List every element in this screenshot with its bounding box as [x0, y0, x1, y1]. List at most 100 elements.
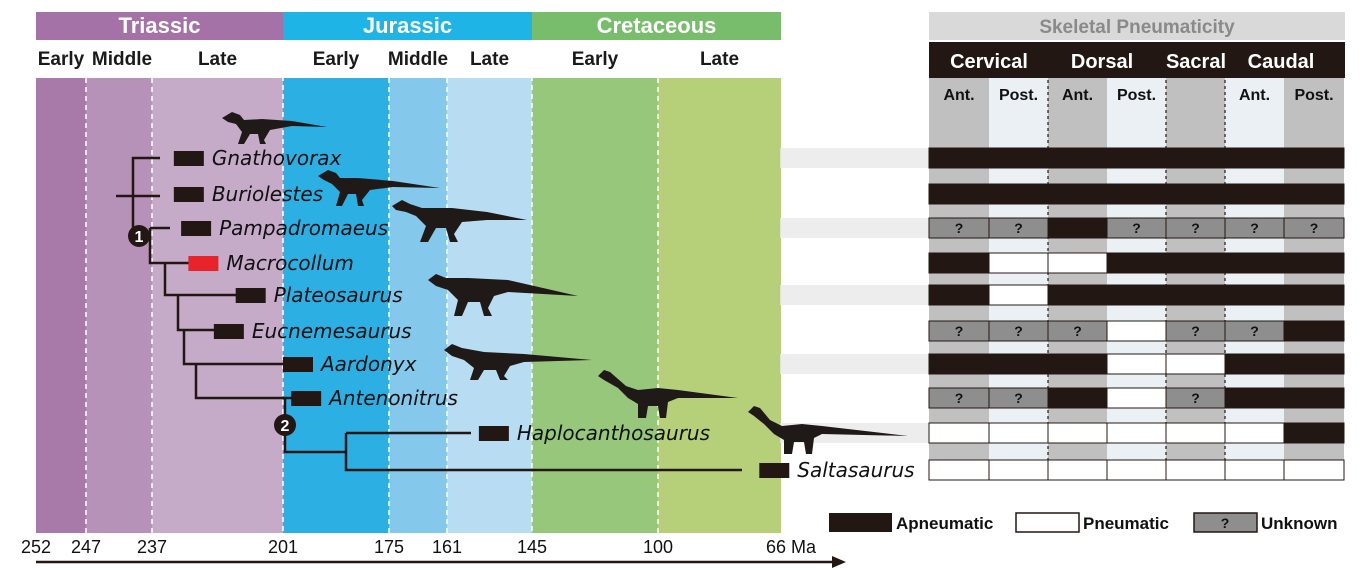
pneumaticity-cell: [929, 423, 989, 443]
node-1-label: 1: [135, 229, 144, 246]
pneumaticity-cell: [929, 184, 989, 204]
range-bar: [188, 256, 218, 271]
row-stripe: [780, 148, 930, 168]
pneumaticity-cell: [989, 423, 1048, 443]
region-label: Cervical: [950, 51, 1028, 73]
pneumaticity-cell: [929, 148, 989, 168]
row-stripe: [780, 285, 930, 305]
column-background: [1166, 78, 1225, 480]
column-label: Ant.: [943, 87, 974, 104]
tick-label-last: 66 Ma: [766, 537, 817, 557]
range-bar: [214, 324, 244, 339]
unknown-mark: ?: [955, 323, 964, 339]
unknown-mark: ?: [955, 220, 964, 236]
pneumaticity-cell: [1225, 460, 1284, 480]
period-label: Cretaceous: [597, 13, 717, 38]
column-label: Post.: [1294, 87, 1333, 104]
pneumaticity-panel: Skeletal Pneumaticity Cervical Dorsal Sacr…: [929, 12, 1345, 480]
pneumaticity-cell: [1284, 460, 1344, 480]
taxon-label: Plateosaurus: [274, 283, 403, 307]
unknown-mark: ?: [1310, 220, 1319, 236]
pneumaticity-cell: [1225, 423, 1284, 443]
range-bar: [283, 357, 313, 372]
legend-swatch-pneumatic: [1016, 513, 1079, 532]
range-bar: [759, 463, 789, 478]
legend-label-unknown: Unknown: [1261, 514, 1338, 533]
pneumaticity-cell: [1225, 354, 1284, 374]
pneumaticity-cell: [1048, 148, 1107, 168]
unknown-mark: ?: [1191, 220, 1200, 236]
node-2: 2: [274, 414, 296, 436]
unknown-mark: ?: [1014, 220, 1023, 236]
pneumaticity-cell: [989, 148, 1048, 168]
column-label: Post.: [999, 87, 1038, 104]
pneumaticity-cell: [1048, 184, 1107, 204]
pneumaticity-cell: [1284, 423, 1344, 443]
pneumaticity-cell: [989, 253, 1048, 273]
period-label: Triassic: [119, 13, 201, 38]
pneumaticity-cell: [1048, 218, 1107, 238]
taxon-label: Pampadromaeus: [219, 216, 388, 240]
pneumaticity-cell: [1166, 285, 1225, 305]
range-bar: [291, 391, 321, 406]
pneumaticity-cell: [1107, 253, 1166, 273]
range-bar: [236, 288, 266, 303]
pneumaticity-cell: [929, 460, 989, 480]
pneumaticity-cell: [989, 354, 1048, 374]
period-header: Triassic Jurassic Cretaceous: [36, 12, 781, 40]
epoch-label: Late: [198, 49, 237, 70]
epoch-label: Middle: [388, 49, 448, 70]
tick-label: 145: [517, 537, 547, 557]
range-bar: [174, 187, 204, 202]
pneumaticity-cell: [1166, 423, 1225, 443]
epoch-label: Late: [470, 49, 509, 70]
pneumaticity-cell: [1107, 388, 1166, 408]
column-label: Post.: [1117, 87, 1156, 104]
column-background: [989, 78, 1048, 480]
column-background: [1107, 78, 1166, 480]
pneumaticity-cell: [1107, 460, 1166, 480]
pneumaticity-cell: [929, 354, 989, 374]
pneumaticity-cell: [1048, 388, 1107, 408]
pneumaticity-cell: [1284, 253, 1344, 273]
pneumaticity-cell: [1107, 423, 1166, 443]
region-labels: Cervical Dorsal Sacral Caudal: [950, 51, 1314, 73]
pneumaticity-cell: [1284, 388, 1344, 408]
pneumaticity-cell: [1048, 285, 1107, 305]
unknown-mark: ?: [1073, 323, 1082, 339]
period-label: Jurassic: [363, 13, 452, 38]
epoch-label: Early: [38, 49, 85, 70]
legend-swatch-apneumatic: [829, 513, 892, 532]
time-axis: 252247237201175161145100 66 Ma: [21, 537, 846, 568]
pneumaticity-cell: [1107, 184, 1166, 204]
unknown-mark: ?: [1132, 220, 1141, 236]
row-stripes: [780, 148, 930, 443]
node-1: 1: [128, 225, 150, 247]
region-label: Caudal: [1248, 51, 1315, 73]
taxon-label: Haplocanthosaurus: [517, 421, 710, 445]
pneumaticity-cell: [1048, 253, 1107, 273]
column-background: [1284, 78, 1344, 480]
pneumaticity-cell: [1048, 354, 1107, 374]
taxon-label: Gnathovorax: [212, 146, 342, 170]
tick-label: 175: [374, 537, 404, 557]
epoch-label: Middle: [92, 49, 152, 70]
pneumaticity-cell: [1225, 285, 1284, 305]
pneumaticity-cell: [1284, 148, 1344, 168]
region-label: Dorsal: [1071, 51, 1133, 73]
region-label: Sacral: [1166, 51, 1226, 73]
row-stripe: [780, 218, 930, 238]
column-background: [1048, 78, 1107, 480]
column-backgrounds: [929, 78, 1344, 480]
tick-label: 237: [137, 537, 167, 557]
range-bar: [479, 426, 509, 441]
unknown-mark: ?: [1191, 390, 1200, 406]
pneumaticity-cell: [989, 460, 1048, 480]
pneumaticity-cell: [1284, 321, 1344, 341]
pneumaticity-cell: [1225, 388, 1284, 408]
row-stripe: [780, 354, 930, 374]
panel-title: Skeletal Pneumaticity: [1039, 17, 1235, 38]
